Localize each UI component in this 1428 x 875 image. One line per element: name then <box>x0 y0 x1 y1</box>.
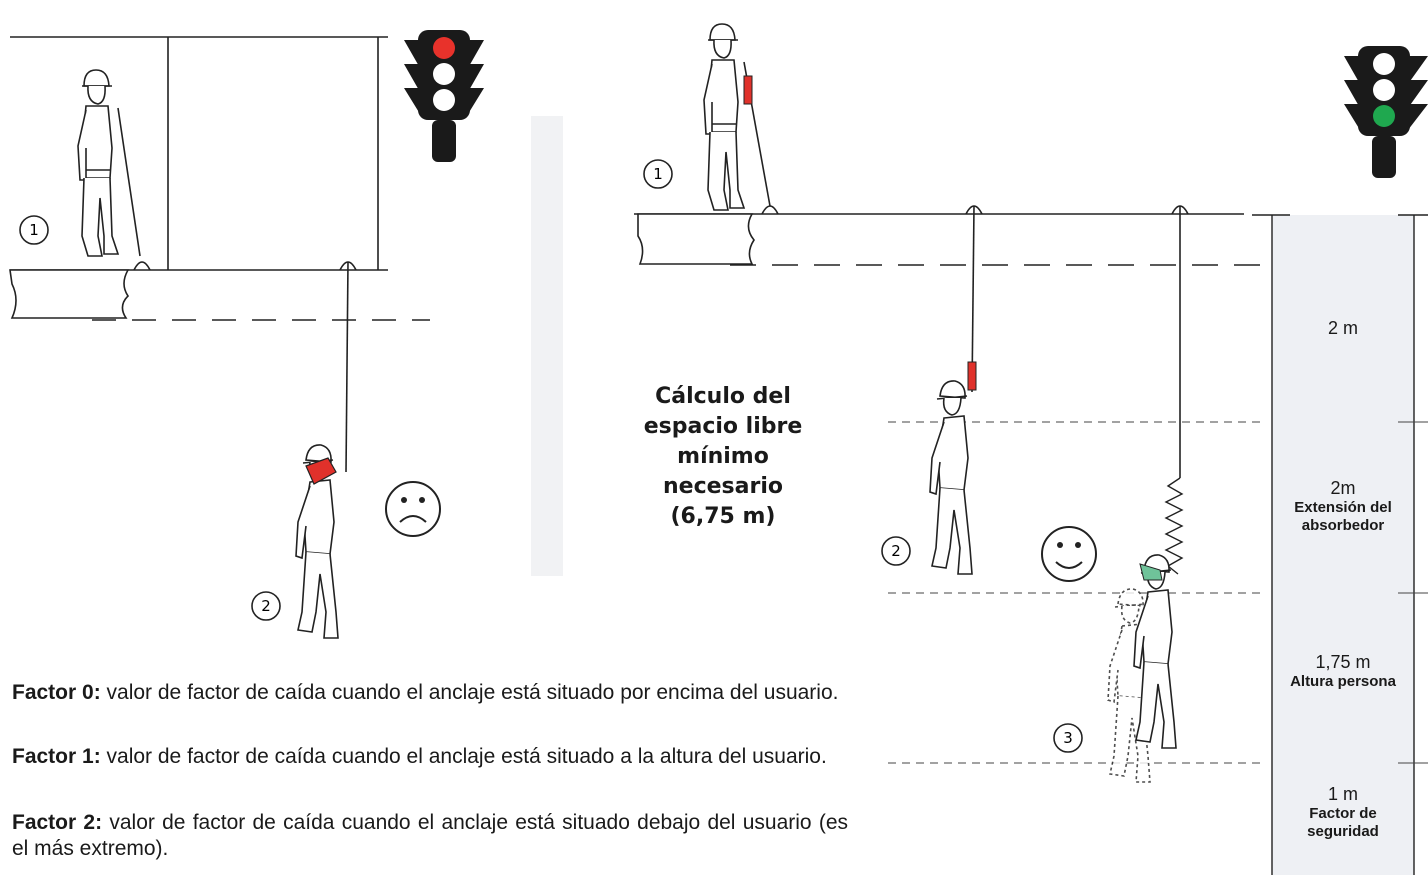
svg-text:2: 2 <box>261 597 271 615</box>
collar-icon <box>305 457 337 485</box>
factor-2-description: Factor 2: valor de factor de caída cuand… <box>12 810 848 862</box>
mask-icon <box>1139 563 1163 581</box>
calculation-title: Cálculo del espacio libre mínimo necesar… <box>600 382 846 532</box>
scale-segment-2: 2m Extensión del absorbedor <box>1272 478 1414 535</box>
svg-text:3: 3 <box>1063 729 1073 747</box>
factor-term: Factor 1: <box>12 745 101 768</box>
marker-1: 1 <box>19 215 49 245</box>
factor-text: valor de factor de caída cuando el ancla… <box>12 811 849 860</box>
scale-value: 2 m <box>1327 318 1358 338</box>
absorber-icon <box>743 75 753 105</box>
marker-2: 2 <box>251 591 281 621</box>
calculation-total: (6,75 m) <box>670 504 776 529</box>
absorber-extended-icon <box>1164 477 1184 575</box>
calculation-line: Cálculo del <box>655 384 791 409</box>
worker-fallen <box>1133 554 1177 749</box>
traffic-light-red-icon <box>404 30 484 162</box>
marker-1: 1 <box>643 159 673 189</box>
scale-value: 1,75 m <box>1315 652 1371 672</box>
scale-caption: Factor de seguridad <box>1307 805 1379 840</box>
svg-text:1: 1 <box>653 165 663 183</box>
happy-face-icon <box>1041 526 1097 582</box>
calculation-line: mínimo <box>677 444 769 469</box>
worker-standing <box>703 23 745 211</box>
absorber-icon <box>967 361 977 391</box>
factor-term: Factor 2: <box>12 811 103 834</box>
factor-text: valor de factor de caída cuando el ancla… <box>100 745 827 768</box>
factor-term: Factor 0: <box>12 681 101 704</box>
scale-segment-1: 2 m <box>1272 318 1414 339</box>
anchor-icon <box>761 205 779 215</box>
worker-standing <box>77 69 119 257</box>
factor-0-description: Factor 0: valor de factor de caída cuand… <box>12 680 848 706</box>
factor-1-description: Factor 1: valor de factor de caída cuand… <box>12 744 848 770</box>
left-scene: 1 2 <box>9 30 563 639</box>
calculation-line: necesario <box>663 474 783 499</box>
scale-column <box>1272 215 1414 875</box>
scale-caption: Extensión del absorbedor <box>1294 499 1392 534</box>
worker-hanging <box>929 380 973 575</box>
factor-text: valor de factor de caída cuando el ancla… <box>100 681 839 704</box>
svg-text:1: 1 <box>29 221 39 239</box>
divider <box>531 116 563 576</box>
marker-3: 3 <box>1053 723 1083 753</box>
calculation-line: espacio libre <box>643 414 803 439</box>
scale-segment-3: 1,75 m Altura persona <box>1272 652 1414 691</box>
marker-2: 2 <box>881 536 911 566</box>
anchor-icon <box>133 261 151 271</box>
traffic-light-green-icon <box>1344 46 1428 178</box>
sad-face-icon <box>385 481 441 537</box>
scale-segment-4: 1 m Factor de seguridad <box>1272 784 1414 841</box>
scale-caption: Altura persona <box>1290 673 1396 690</box>
right-scene: 1 2 3 <box>634 23 1428 875</box>
scale-value: 2m <box>1330 478 1356 498</box>
scale-value: 1 m <box>1327 784 1358 804</box>
ledge <box>9 269 130 319</box>
ledge <box>637 213 755 265</box>
svg-text:2: 2 <box>891 542 901 560</box>
